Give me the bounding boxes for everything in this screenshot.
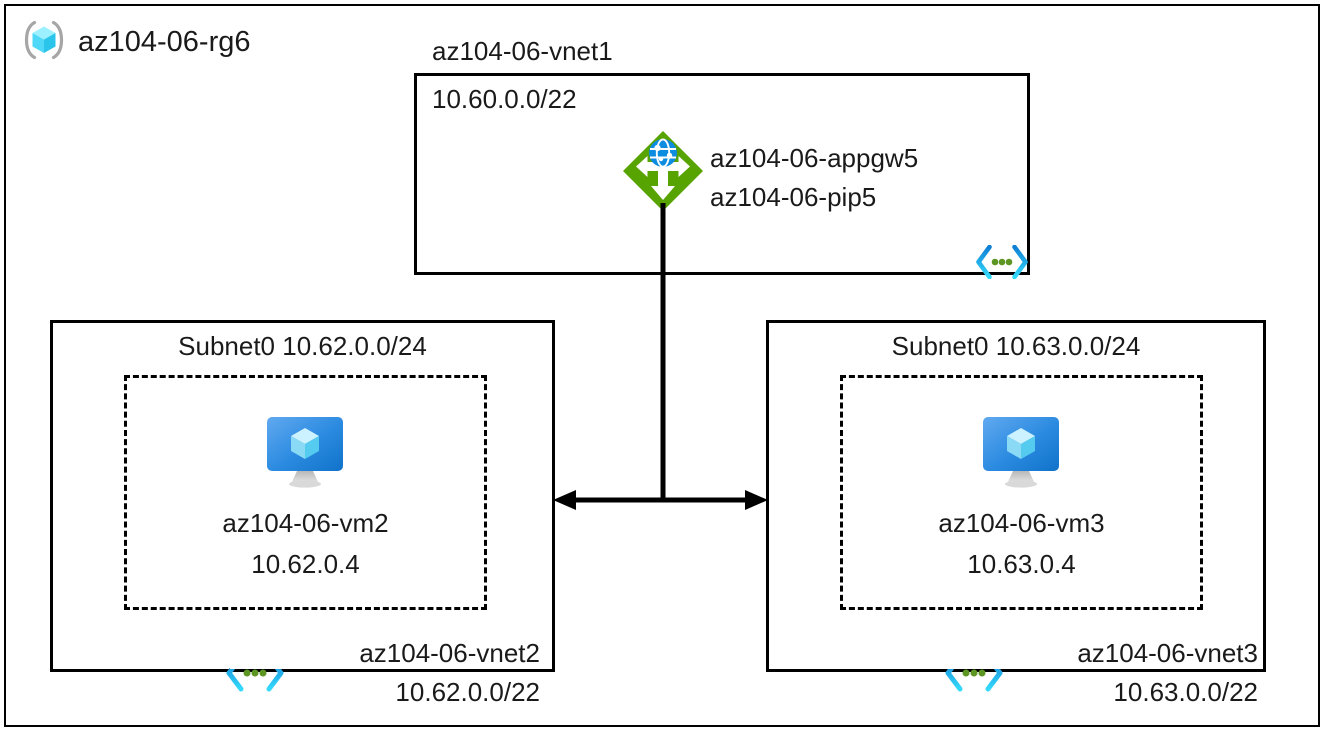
vnet1-boundary (414, 73, 1030, 275)
vnet2-vm-ip: 10.62.0.4 (251, 549, 360, 579)
vnet2-virtual-machine-icon (259, 413, 351, 498)
vnet2-name: az104-06-vnet2 (230, 638, 540, 669)
resource-group-boundary (4, 4, 1320, 727)
resource-group-header: az104-06-rg6 (22, 18, 251, 67)
vnet3-virtual-machine-icon (975, 413, 1067, 498)
appgw-name: az104-06-appgw5 (710, 143, 919, 173)
resource-group-name: az104-06-rg6 (78, 26, 251, 58)
application-gateway-icon (620, 128, 706, 219)
vnet3-address-space: 10.63.0.0/22 (1113, 677, 1258, 707)
vnet3-subnet-boundary (840, 375, 1203, 610)
vnet3-vm-ip: 10.63.0.4 (967, 549, 1076, 579)
public-ip-name: az104-06-pip5 (710, 182, 877, 212)
vnet3-subnet-label: Subnet0 10.63.0.0/24 (891, 331, 1141, 361)
vnet1-name: az104-06-vnet1 (432, 36, 613, 66)
vnet3-vm-name: az104-06-vm3 (938, 508, 1105, 538)
vnet1-virtual-network-icon (974, 244, 1030, 284)
vnet3-name: az104-06-vnet3 (948, 638, 1258, 669)
vnet1-address-space: 10.60.0.0/22 (432, 84, 577, 114)
vnet2-subnet-label: Subnet0 10.62.0.0/24 (178, 331, 427, 361)
vnet2-vm-name: az104-06-vm2 (222, 508, 389, 538)
vnet2-subnet-boundary (124, 375, 487, 610)
resource-group-icon (22, 18, 66, 67)
vnet2-address-space: 10.62.0.0/22 (395, 677, 540, 707)
